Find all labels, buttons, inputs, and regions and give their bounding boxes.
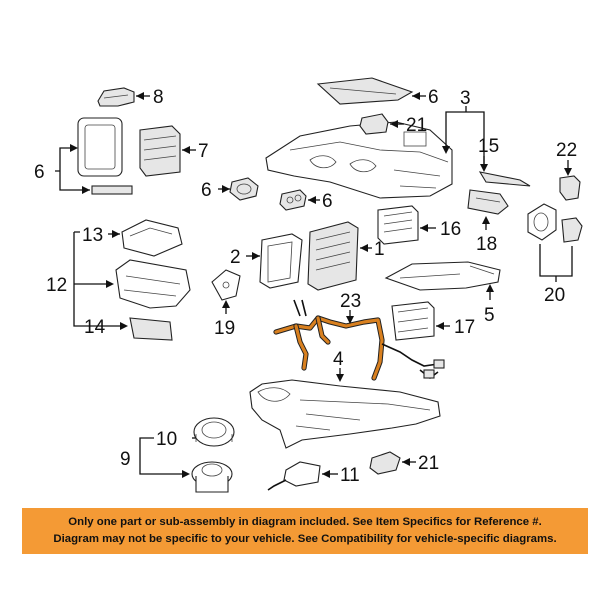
part-6-gasket bbox=[279, 189, 307, 211]
callout-6-top: 6 bbox=[428, 87, 439, 108]
part-10-blower-wheel bbox=[193, 417, 235, 447]
callout-23: 23 bbox=[340, 291, 361, 312]
part-22-sensor bbox=[559, 175, 581, 201]
callout-23-leader bbox=[346, 310, 354, 324]
callout-8-leader bbox=[136, 92, 150, 100]
callout-16: 16 bbox=[440, 219, 461, 240]
callout-16-leader bbox=[420, 224, 436, 232]
part-6-seal-strip bbox=[91, 185, 133, 195]
part-12-case bbox=[115, 259, 191, 309]
callout-19: 19 bbox=[214, 318, 235, 339]
callout-14: 14 bbox=[84, 317, 106, 338]
callout-21-bottom-leader bbox=[402, 458, 416, 466]
callout-21-top: 21 bbox=[406, 115, 427, 136]
part-21-bottom-clip bbox=[369, 451, 401, 475]
callout-8: 8 bbox=[153, 87, 164, 108]
callout-3-leader bbox=[442, 106, 485, 168]
part-9-blower-motor bbox=[191, 461, 233, 493]
callout-6-ring: 6 bbox=[201, 180, 212, 201]
part-1-evaporator-core bbox=[307, 221, 359, 291]
callout-5-leader bbox=[486, 284, 494, 300]
disclaimer-banner: Only one part or sub-assembly in diagram… bbox=[22, 508, 588, 554]
part-20-actuator-right bbox=[561, 217, 583, 243]
callout-22-leader bbox=[564, 160, 572, 176]
callout-20-bracket bbox=[539, 244, 573, 282]
part-4-lower-housing bbox=[249, 379, 441, 449]
part-11-resistor bbox=[267, 461, 321, 491]
callout-9-bracket bbox=[139, 437, 190, 478]
part-17-panel bbox=[391, 301, 435, 341]
callout-6-gasket-leader bbox=[308, 196, 320, 204]
callout-6-top-leader bbox=[412, 92, 426, 100]
callout-18: 18 bbox=[476, 234, 497, 255]
part-23-wiring-harness bbox=[273, 299, 445, 381]
callout-9: 9 bbox=[120, 449, 131, 470]
callout-4-leader bbox=[336, 368, 344, 382]
part-7-cabin-filter bbox=[139, 125, 181, 177]
callout-6-left-bracket bbox=[55, 144, 90, 194]
callout-12: 12 bbox=[46, 275, 67, 296]
callout-10: 10 bbox=[156, 429, 177, 450]
part-19-bracket bbox=[211, 269, 241, 301]
callout-11: 11 bbox=[340, 465, 360, 486]
callout-5: 5 bbox=[484, 305, 495, 326]
part-6-top-strip bbox=[316, 77, 414, 105]
callout-21-top-leader bbox=[390, 120, 404, 128]
callout-7: 7 bbox=[198, 141, 209, 162]
part-21-top-clip bbox=[359, 113, 389, 135]
callout-17-leader bbox=[436, 322, 450, 330]
part-8-cover bbox=[97, 87, 135, 107]
disclaimer-line-2: Diagram may not be specific to your vehi… bbox=[53, 533, 557, 545]
callout-13: 13 bbox=[82, 225, 103, 246]
part-20-actuator-left bbox=[527, 203, 557, 241]
callout-22: 22 bbox=[556, 140, 577, 161]
callout-6-ring-leader bbox=[218, 185, 230, 193]
callout-2-leader bbox=[246, 252, 260, 260]
callout-6-left: 6 bbox=[34, 162, 45, 183]
callout-15-leader bbox=[480, 156, 488, 172]
part-5-duct bbox=[384, 261, 501, 291]
part-13-cover bbox=[121, 219, 183, 257]
part-2-seal-frame bbox=[259, 233, 303, 289]
callout-19-leader bbox=[222, 300, 230, 314]
part-15-strip bbox=[478, 171, 531, 187]
callout-11-leader bbox=[322, 470, 338, 478]
callout-18-leader bbox=[482, 216, 490, 230]
disclaimer-line-1: Only one part or sub-assembly in diagram… bbox=[68, 516, 542, 528]
part-18-actuator-plate bbox=[467, 189, 509, 215]
callout-20: 20 bbox=[544, 285, 565, 306]
callout-12-bracket bbox=[73, 231, 128, 330]
callout-6-gasket: 6 bbox=[322, 191, 333, 212]
part-14-bracket bbox=[129, 317, 173, 341]
callout-4: 4 bbox=[333, 349, 344, 370]
part-6-seal-ring bbox=[229, 177, 259, 201]
part-6-filter-frame bbox=[77, 117, 123, 177]
callout-7-leader bbox=[182, 146, 196, 154]
callout-15: 15 bbox=[478, 136, 499, 157]
callout-13-leader bbox=[108, 230, 120, 238]
callout-17: 17 bbox=[454, 317, 475, 338]
callout-1: 1 bbox=[374, 239, 385, 260]
part-3-upper-housing bbox=[265, 121, 453, 199]
part-16-module bbox=[377, 205, 419, 245]
callout-3: 3 bbox=[460, 88, 471, 109]
callout-21-bottom: 21 bbox=[418, 453, 439, 474]
callout-2: 2 bbox=[230, 247, 241, 268]
callout-1-leader bbox=[360, 244, 372, 252]
